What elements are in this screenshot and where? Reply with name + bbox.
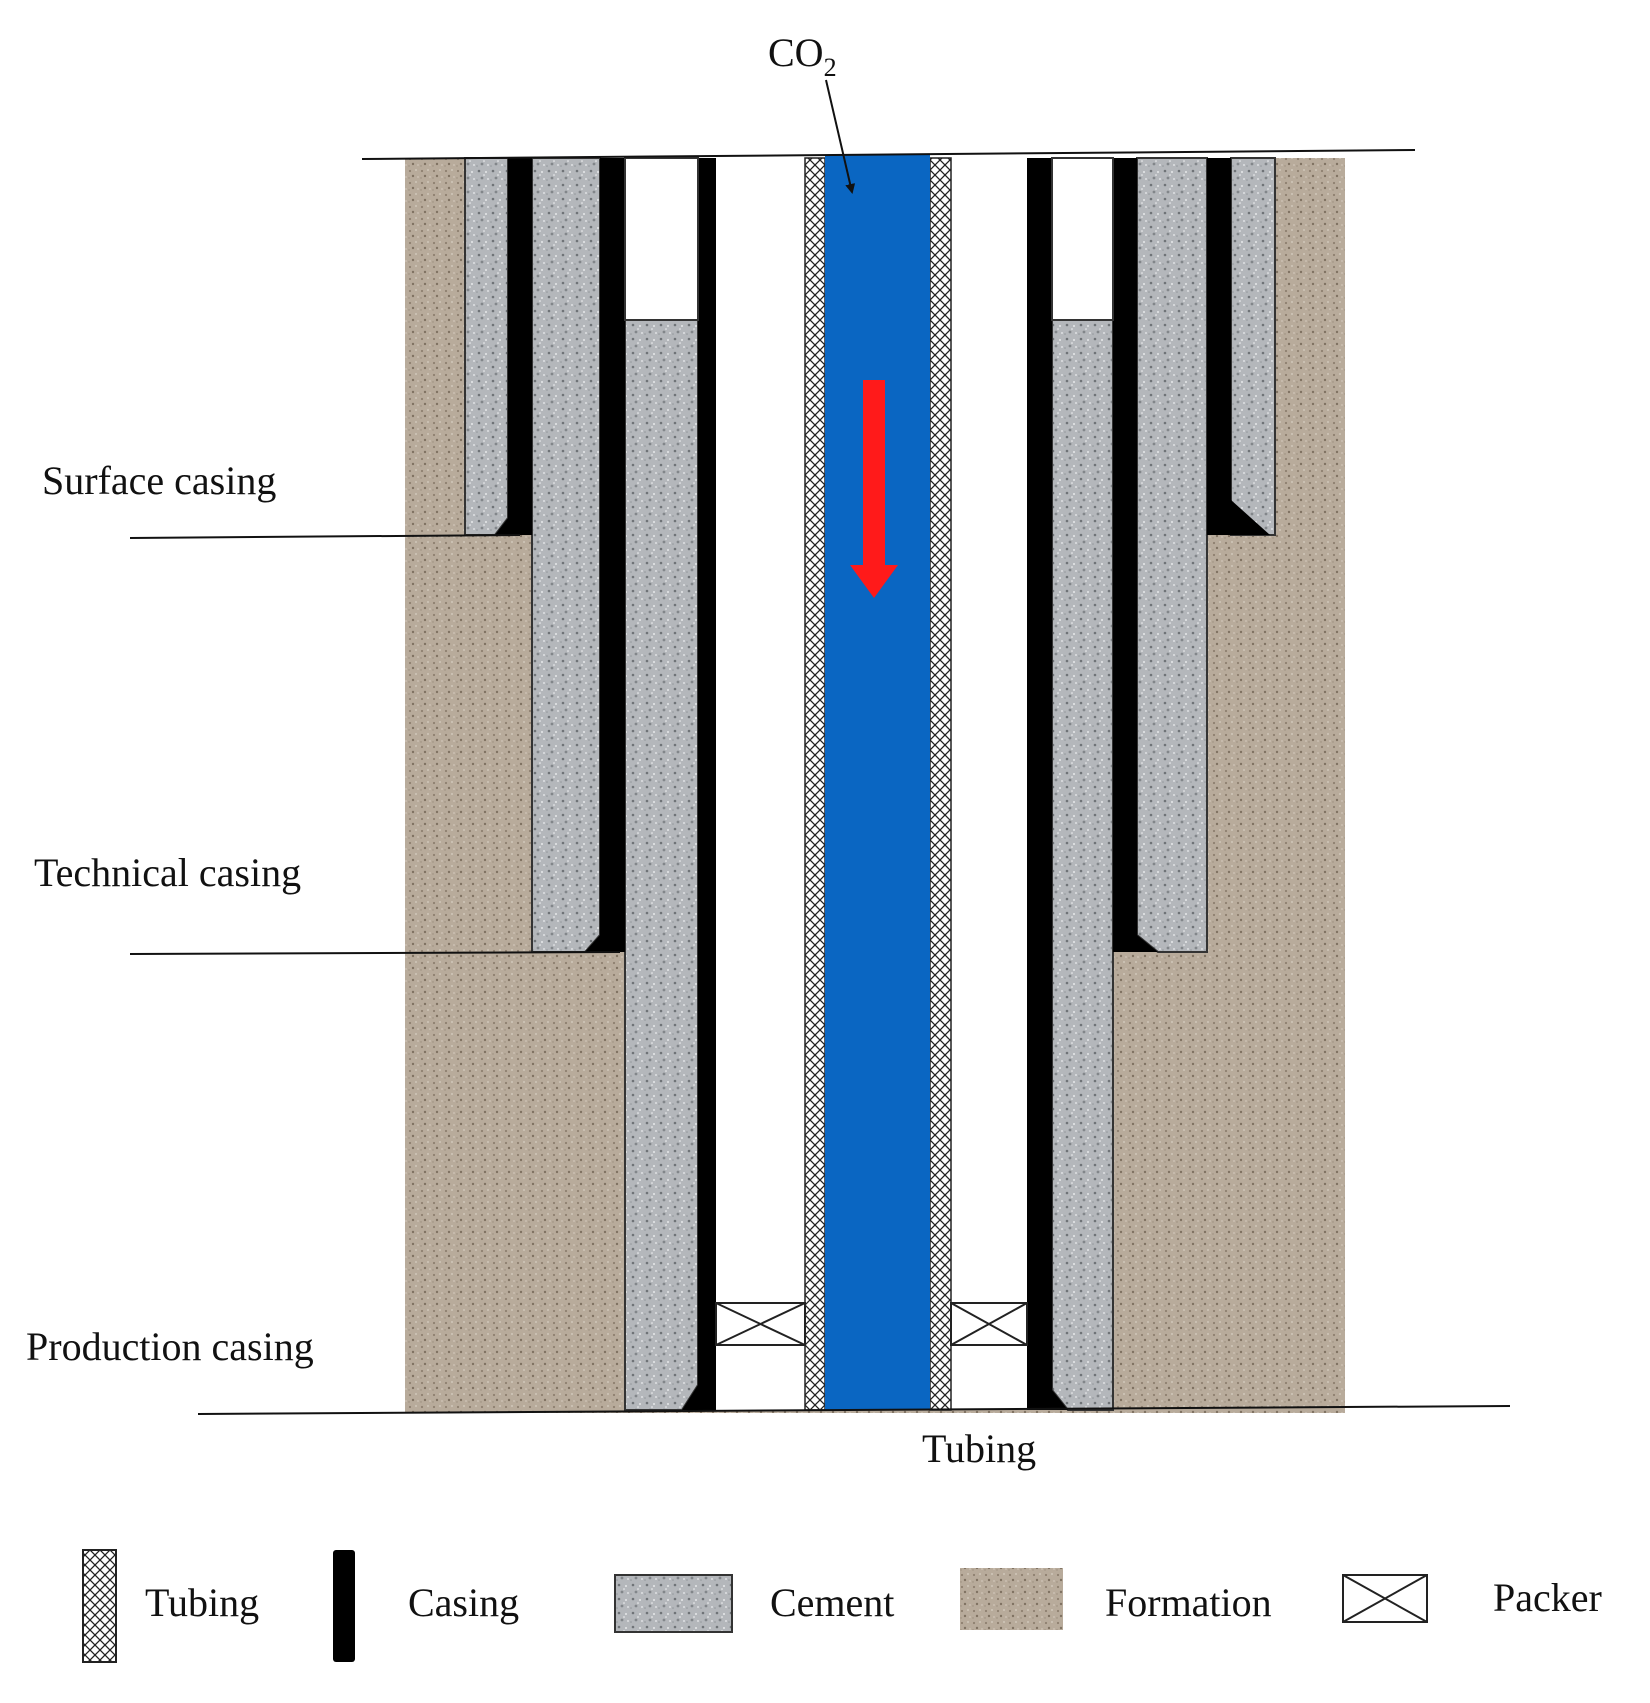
svg-text:Cement: Cement <box>770 1580 894 1625</box>
legend-packer: Packer <box>1342 1574 1602 1623</box>
legend: Tubing Casing Cement Formation Packer <box>82 1549 1602 1663</box>
svg-text:Tubing: Tubing <box>145 1580 259 1625</box>
svg-text:Formation: Formation <box>1105 1580 1272 1625</box>
production-casing-label: Production casing <box>26 1324 314 1369</box>
legend-casing: Casing <box>333 1550 519 1662</box>
co2-column <box>825 155 930 1410</box>
technical-casing-label: Technical casing <box>34 850 301 895</box>
reference-lines <box>129 149 1511 1415</box>
svg-text:Packer: Packer <box>1493 1575 1602 1620</box>
annulus-top <box>624 157 1114 321</box>
co2-pointer <box>825 79 856 194</box>
packer-right <box>950 1302 1028 1346</box>
legend-formation: Formation <box>960 1568 1272 1630</box>
tubing-label: Tubing <box>922 1426 1036 1471</box>
inner-annulus <box>716 158 1027 1410</box>
co2-label: CO2 <box>768 30 837 82</box>
surface-casing-label: Surface casing <box>42 458 276 503</box>
legend-cement: Cement <box>614 1574 894 1633</box>
svg-text:Casing: Casing <box>408 1580 519 1625</box>
legend-tubing: Tubing <box>82 1549 259 1663</box>
flow-arrow <box>850 380 898 598</box>
casing-right <box>1027 158 1270 1410</box>
casing-left <box>495 158 716 1410</box>
tubing-walls <box>804 157 952 1411</box>
packer-left <box>715 1302 806 1346</box>
